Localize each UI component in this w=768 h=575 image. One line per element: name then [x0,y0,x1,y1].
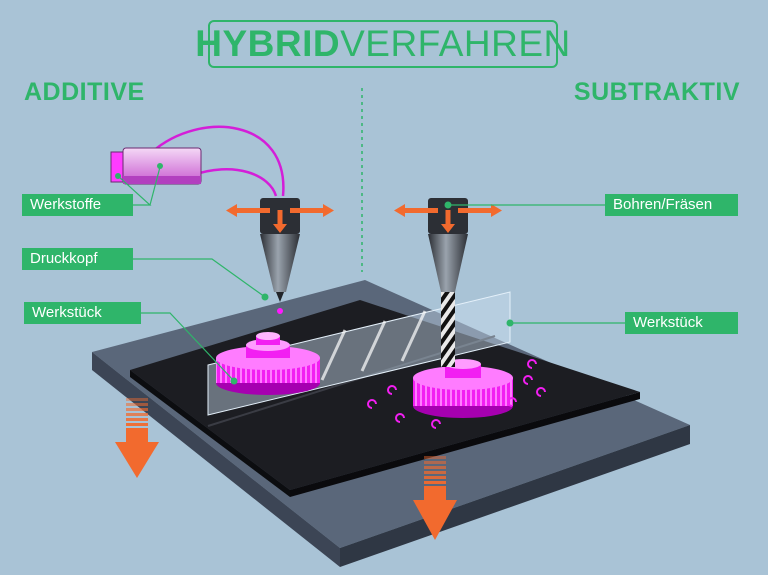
down-arrow-right [413,456,457,540]
heading-additive: ADDITIVE [24,78,145,106]
heading-subtractive: SUBTRAKTIV [573,78,740,106]
label-bohren-fraesen: Bohren/Fräsen [605,194,738,216]
label-werkstoffe: Werkstoffe [22,194,133,216]
down-arrow-left [115,398,159,478]
label-werkstueck-additive: Werkstück [24,302,141,324]
milling-chips [367,359,546,429]
workpiece-additive [216,332,320,395]
material-cartridge [110,125,285,197]
drill-spindle [394,198,502,367]
workpiece-subtractive [413,359,513,418]
title-light-text: VERFAHREN [340,23,571,64]
label-anchor-dots [115,173,514,385]
label-leader-lines [117,166,625,382]
label-werkstueck-subtractive: Werkstück [625,312,738,334]
title-strong-text: HYBRID [195,23,341,64]
print-head [226,198,334,314]
label-druckkopf: Druckkopf [22,248,133,270]
